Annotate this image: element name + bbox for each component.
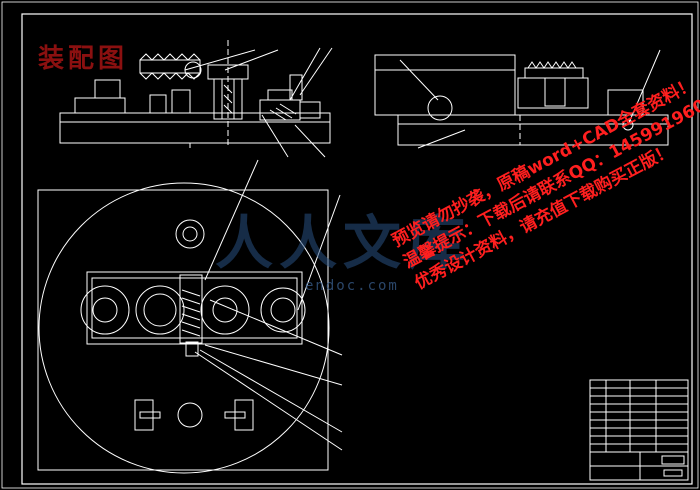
title-block xyxy=(589,379,689,481)
top-view xyxy=(37,159,343,474)
watermark-url: endoc.com xyxy=(305,278,399,294)
inner-frame xyxy=(21,13,693,485)
drawing-title: 装配图 xyxy=(38,44,129,74)
side-view xyxy=(374,49,669,149)
watermark-logo: 人人文库 xyxy=(215,209,472,277)
front-view xyxy=(59,40,333,158)
